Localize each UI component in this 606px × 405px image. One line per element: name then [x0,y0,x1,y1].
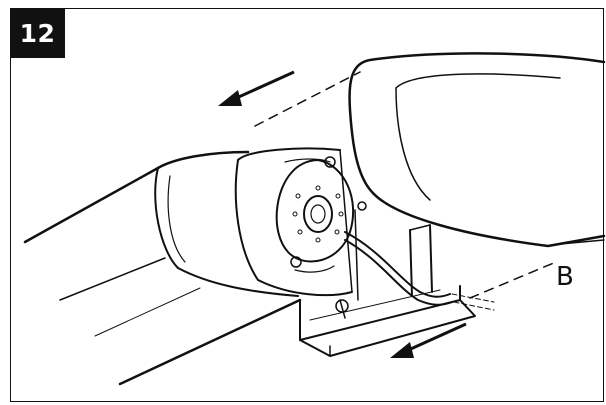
step-number-badge: 12 [10,8,65,58]
end-cap [234,147,353,297]
cover-part-b [348,52,606,248]
mounting-rail [299,201,476,357]
motor-housing [23,150,302,386]
power-cable [344,231,495,311]
alignment-guides [254,71,557,299]
figure-frame [10,8,604,402]
direction-arrow-lower [390,322,467,358]
part-callout-label: B [556,262,574,292]
mounting-disc [275,156,355,268]
direction-arrow-upper [218,70,295,106]
